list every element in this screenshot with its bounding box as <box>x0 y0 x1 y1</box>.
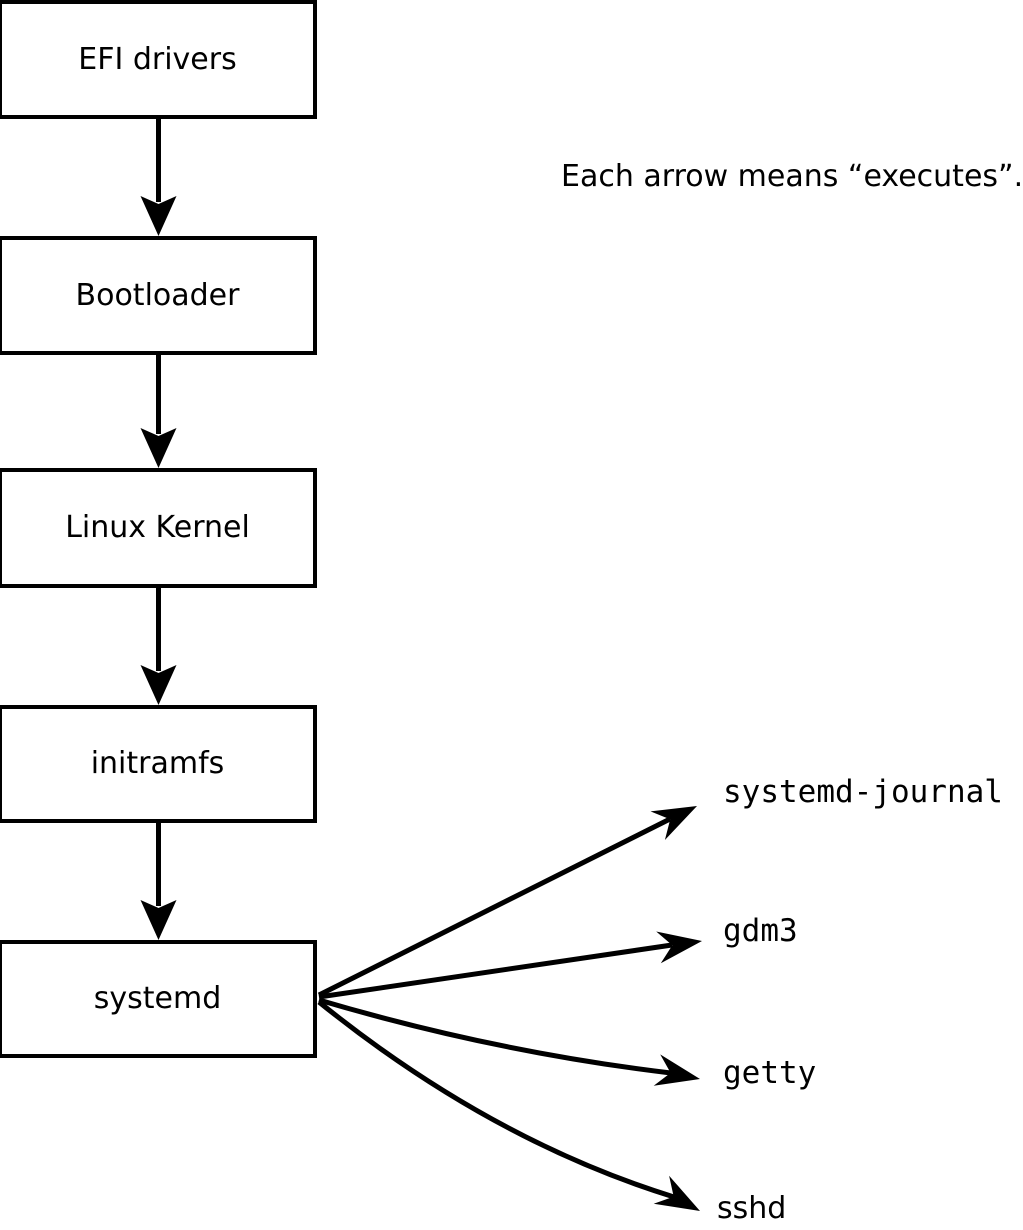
arrow-systemd-to-sshd <box>317 1000 700 1211</box>
node-bootloader: Bootloader <box>0 236 317 355</box>
node-linux-kernel: Linux Kernel <box>0 468 317 588</box>
process-label-sshd: sshd <box>717 1191 787 1226</box>
arrow-systemd-to-gdm3 <box>318 931 702 1000</box>
arrow-bootloader-to-kernel <box>140 355 177 468</box>
arrow-efi-to-bootloader <box>140 119 177 236</box>
node-label: Linux Kernel <box>65 510 250 545</box>
arrow-legend-text: Each arrow means “executes”. <box>561 159 1023 194</box>
node-label: systemd <box>93 981 222 1016</box>
arrow-initramfs-to-systemd <box>140 823 177 940</box>
arrow-kernel-to-initramfs <box>140 588 177 705</box>
process-label-systemd-journal: systemd-journal <box>723 774 1003 810</box>
node-efi-drivers: EFI drivers <box>0 0 317 119</box>
process-label-gdm3: gdm3 <box>723 913 798 949</box>
process-label-getty: getty <box>723 1055 817 1091</box>
node-initramfs: initramfs <box>0 705 317 823</box>
node-systemd: systemd <box>0 940 317 1058</box>
node-label: initramfs <box>90 746 225 781</box>
node-label: Bootloader <box>75 277 240 313</box>
node-label: EFI drivers <box>78 41 237 77</box>
arrow-systemd-to-getty <box>318 997 700 1086</box>
arrow-systemd-to-systemd-journal <box>317 806 697 998</box>
